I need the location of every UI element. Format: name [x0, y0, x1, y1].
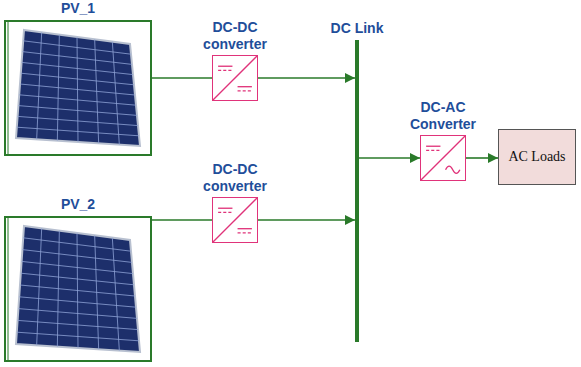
heading-holder: DC-DC converter [189, 19, 281, 56]
cell-grid [19, 297, 136, 307]
frame-line [8, 21, 9, 155]
load-box: AC Loads [498, 129, 576, 185]
cell-grid [23, 238, 131, 251]
dc-bus-bar: DC Link [355, 40, 359, 342]
power-connector [258, 219, 355, 221]
power-connector [466, 157, 498, 159]
cell-grid [22, 62, 133, 74]
heading-holder: DC-DC converter [189, 161, 281, 198]
picture-frame [5, 217, 151, 361]
converter-box: DC-AC Converter [420, 135, 466, 181]
heading-holder: PV_2 [18, 196, 138, 216]
part-heading: DC-AC Converter [397, 99, 489, 133]
cell-grid [23, 41, 131, 54]
part-heading: PV_1 [18, 0, 138, 17]
cell-grid [18, 309, 137, 319]
power-connector [152, 219, 212, 221]
panel-cells [16, 30, 140, 146]
part-heading: DC-DC converter [189, 19, 281, 53]
panel-cells [16, 226, 140, 352]
converter-symbol [213, 198, 257, 242]
cell-grid [20, 285, 135, 296]
cell-grid [18, 106, 137, 116]
box-label: AC Loads [508, 149, 565, 165]
cell-grid [22, 250, 132, 263]
part-heading: DC-DC converter [189, 161, 281, 195]
heading-holder: DC Link [307, 20, 407, 40]
solar-panel-picture [4, 20, 152, 156]
solar-panel-picture [4, 216, 152, 362]
cell-grid [20, 84, 135, 95]
cell-grid [18, 116, 138, 125]
power-connector [152, 77, 212, 79]
picture-frame [5, 21, 151, 155]
converter-symbol [421, 136, 465, 180]
solar-panel: PV_2 [4, 216, 152, 362]
converter-box: DC-DC converter [212, 197, 258, 243]
cell-grid [17, 332, 139, 341]
cell-grid [17, 127, 139, 136]
converter-box: DC-DC converter [212, 55, 258, 101]
cell-grid [21, 273, 134, 285]
frame-line [8, 217, 9, 361]
power-connector [258, 77, 355, 79]
part-heading: PV_2 [18, 196, 138, 213]
cell-grid [22, 52, 132, 65]
heading-holder: DC-AC Converter [397, 99, 489, 136]
solar-panel: PV_1 [4, 20, 152, 156]
power-connector [359, 157, 420, 159]
cell-grid [22, 261, 133, 273]
cell-grid [18, 320, 138, 329]
cell-grid [19, 95, 136, 105]
heading-holder: PV_1 [18, 0, 138, 20]
part-heading: DC Link [307, 20, 407, 37]
cell-grid [21, 73, 134, 85]
converter-symbol [213, 56, 257, 100]
